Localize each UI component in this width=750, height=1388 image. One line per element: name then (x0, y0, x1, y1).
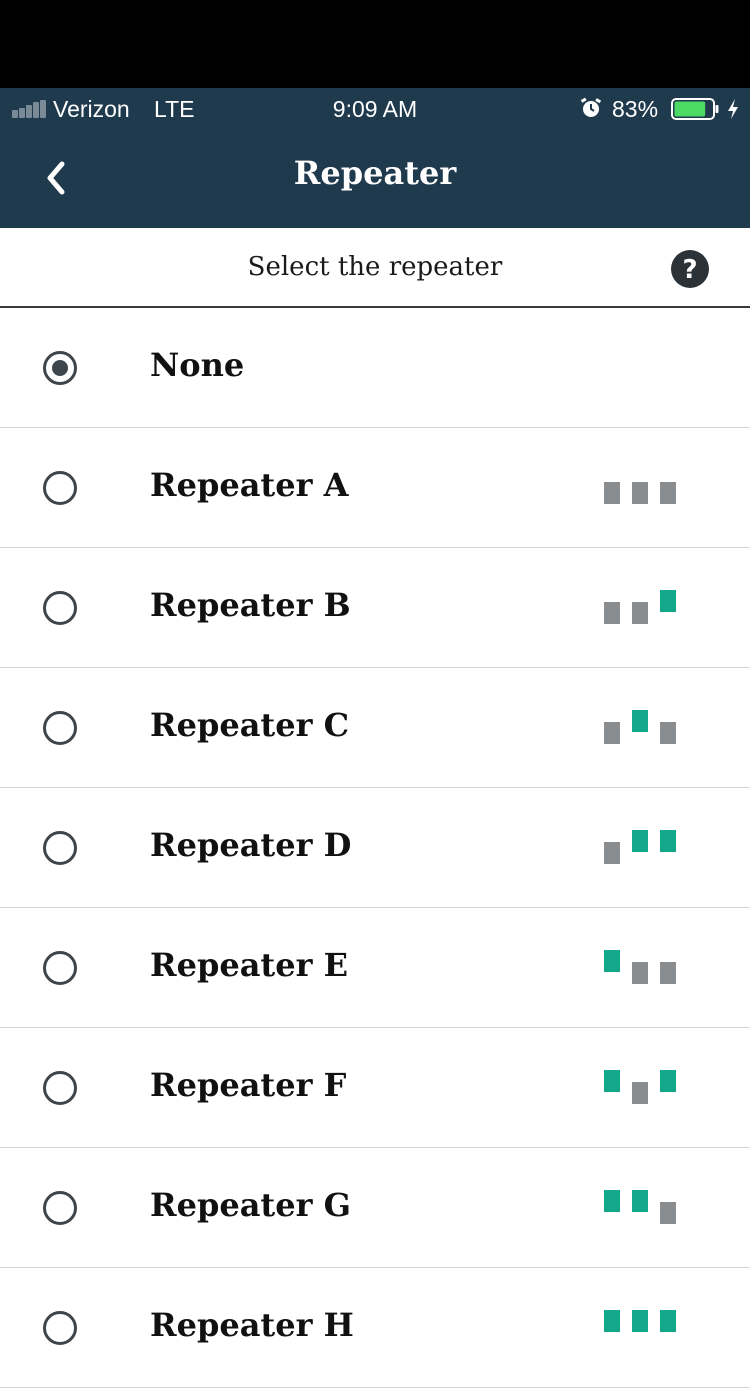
repeater-row[interactable]: Repeater E (0, 908, 750, 1028)
signal-bar-active (660, 590, 676, 612)
signal-bar-active (604, 1190, 620, 1212)
signal-bar-inactive (604, 482, 620, 504)
signal-bar-inactive (660, 1202, 676, 1224)
repeater-label: Repeater B (150, 586, 351, 624)
back-button[interactable] (38, 156, 78, 200)
clock: 9:09 AM (332, 96, 418, 122)
signal-bar-inactive (632, 1082, 648, 1104)
signal-bar-active (660, 1070, 676, 1092)
signal-pattern-icon (604, 1310, 676, 1350)
signal-bar-inactive (632, 602, 648, 624)
charging-bolt-icon (728, 99, 738, 119)
signal-pattern-icon (604, 830, 676, 870)
signal-pattern-icon (604, 590, 676, 630)
signal-dot (12, 110, 18, 118)
repeater-label: Repeater D (150, 826, 352, 864)
signal-bar-inactive (632, 482, 648, 504)
signal-dot (40, 100, 46, 118)
signal-bar-inactive (604, 722, 620, 744)
radio-button[interactable] (43, 711, 77, 745)
signal-bar-active (660, 1310, 676, 1332)
signal-bar-active (632, 1310, 648, 1332)
repeater-row[interactable]: Repeater C (0, 668, 750, 788)
repeater-label: None (150, 346, 245, 384)
repeater-label: Repeater A (150, 466, 349, 504)
signal-pattern-icon (604, 470, 676, 510)
signal-bar-inactive (604, 842, 620, 864)
signal-bar-inactive (660, 722, 676, 744)
radio-button[interactable] (43, 1191, 77, 1225)
battery-icon (671, 98, 719, 120)
battery-percent: 83% (612, 96, 659, 122)
signal-bar-active (660, 830, 676, 852)
signal-bar-inactive (632, 962, 648, 984)
top-bezel (0, 0, 750, 88)
signal-pattern-icon (604, 1190, 676, 1230)
signal-bar-active (632, 830, 648, 852)
app-header: Verizon LTE 9:09 AM 83% Repeater (0, 88, 750, 228)
help-button[interactable]: ? (671, 250, 709, 288)
repeater-row[interactable]: Repeater D (0, 788, 750, 908)
repeater-row[interactable]: Repeater A (0, 428, 750, 548)
signal-icon (12, 100, 46, 118)
repeater-label: Repeater C (150, 706, 350, 744)
svg-text:?: ? (682, 255, 697, 285)
page-title: Repeater (293, 154, 457, 192)
signal-dot (26, 105, 32, 118)
signal-pattern-icon (604, 1070, 676, 1110)
signal-dot (33, 102, 39, 118)
repeater-label: Repeater F (150, 1066, 347, 1104)
signal-bar-active (604, 1310, 620, 1332)
radio-button[interactable] (43, 1311, 77, 1345)
chevron-left-icon (47, 161, 65, 195)
repeater-label: Repeater E (150, 946, 348, 984)
question-mark-icon: ? (671, 250, 709, 288)
repeater-row[interactable]: Repeater F (0, 1028, 750, 1148)
radio-button[interactable] (43, 951, 77, 985)
radio-button[interactable] (43, 471, 77, 505)
section-header: Select the repeater ? (0, 228, 750, 308)
signal-bar-inactive (660, 962, 676, 984)
network-type: LTE (154, 96, 195, 122)
signal-bar-active (604, 950, 620, 972)
repeater-row[interactable]: None (0, 308, 750, 428)
radio-button[interactable] (43, 1071, 77, 1105)
signal-bar-active (604, 1070, 620, 1092)
alarm-icon (580, 97, 602, 117)
radio-button[interactable] (43, 351, 77, 385)
signal-pattern-icon (604, 950, 676, 990)
repeater-row[interactable]: Repeater G (0, 1148, 750, 1268)
radio-button[interactable] (43, 831, 77, 865)
status-bar: Verizon LTE 9:09 AM 83% (0, 88, 750, 130)
signal-pattern-icon (604, 710, 676, 750)
repeater-label: Repeater H (150, 1306, 354, 1344)
repeater-label: Repeater G (150, 1186, 351, 1224)
carrier-name: Verizon (53, 96, 130, 122)
signal-bar-inactive (604, 602, 620, 624)
repeater-row[interactable]: Repeater B (0, 548, 750, 668)
section-title: Select the repeater (247, 252, 503, 282)
signal-bar-inactive (660, 482, 676, 504)
signal-bar-active (632, 1190, 648, 1212)
signal-bar-active (632, 710, 648, 732)
radio-button[interactable] (43, 591, 77, 625)
signal-dot (19, 108, 25, 118)
repeater-row[interactable]: Repeater H (0, 1268, 750, 1388)
